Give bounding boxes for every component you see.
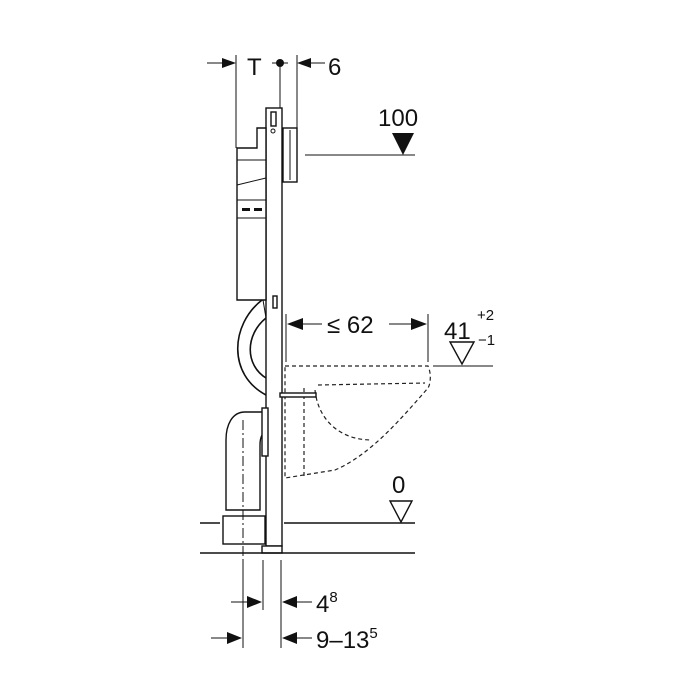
wall-range-label: 9–135 bbox=[316, 625, 378, 654]
floor-level-label: 0 bbox=[392, 472, 405, 499]
seat-height: 41 +2 −1 bbox=[433, 307, 495, 367]
cistern bbox=[236, 127, 278, 309]
projection-dimension: ≤ 62 bbox=[285, 312, 429, 362]
seat-height-label: 41 bbox=[444, 318, 471, 345]
drain-elbow bbox=[222, 407, 269, 560]
floor-level: 0 bbox=[200, 472, 415, 554]
depth-label: T bbox=[247, 54, 262, 81]
frame-depth-label: 48 bbox=[316, 589, 338, 618]
seat-tolerance-plus: +2 bbox=[477, 307, 494, 324]
flush-plate-height: 100 bbox=[305, 105, 418, 156]
wall-dimensions: 48 9–135 bbox=[211, 560, 378, 654]
seat-tolerance-minus: −1 bbox=[478, 332, 495, 349]
offset-label: 6 bbox=[328, 54, 341, 81]
flush-bend bbox=[236, 299, 267, 396]
installation-frame bbox=[261, 107, 298, 554]
flush-height-label: 100 bbox=[378, 105, 418, 132]
depth-dimension: T 6 bbox=[207, 54, 341, 148]
projection-label: ≤ 62 bbox=[327, 312, 374, 339]
wc-bowl bbox=[279, 365, 431, 479]
